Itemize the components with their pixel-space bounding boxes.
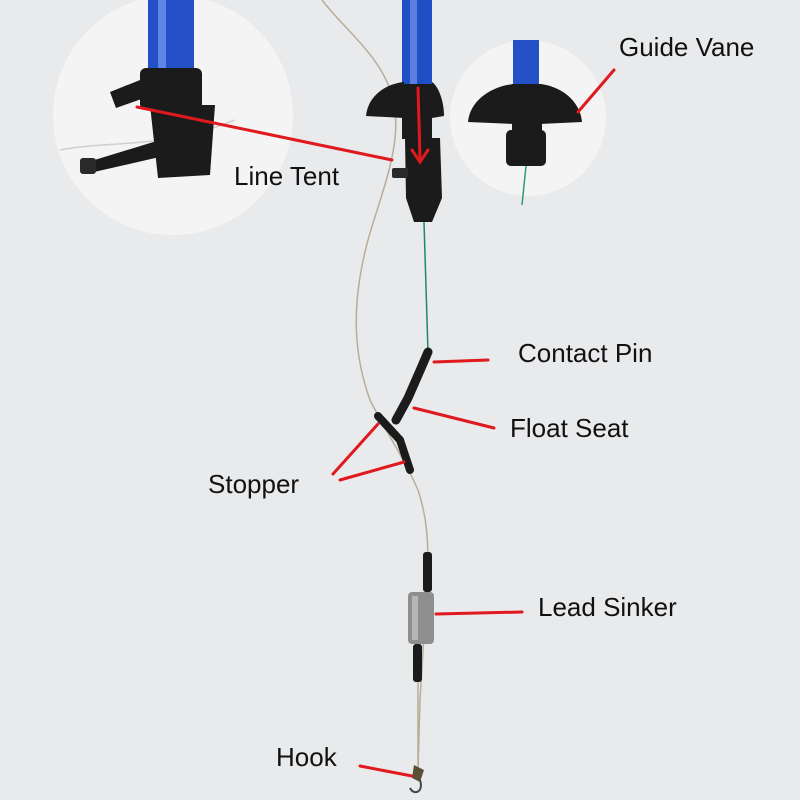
hook-body [412,765,424,782]
inset-collar [140,68,202,110]
leader-line [423,221,429,353]
inset-tab [110,78,150,108]
pointer-arrowhead [410,148,430,165]
inset-tent-arm [88,140,164,172]
rod-tip [366,0,444,222]
main-line [321,0,429,771]
pointer-guide-vane [576,68,616,114]
hook-bend [409,779,422,794]
inset-tent-body [150,105,215,178]
inset-rod-highlight [158,0,166,70]
stopper-upper [374,412,404,444]
label-line-tent: Line Tent [234,161,340,191]
float-seat-body [391,347,433,425]
inset-vane-base [506,130,546,166]
line-tent-inset [53,0,293,235]
rod-highlight [410,0,417,132]
pointer-stopper-lower [338,460,406,482]
lead-sinker-body [408,592,434,644]
label-guide-vane: Guide Vane [619,32,755,62]
guide-vane-inset [450,40,606,206]
vane-right-wing [432,82,444,118]
inset-vane-right-wing [540,84,582,124]
lead-sinker-highlight [412,596,418,640]
inset-vane-hub [512,84,542,134]
inset-line-right [521,165,527,206]
pointer-rod-arrow [416,86,422,160]
pointer-float-seat [412,406,496,430]
pointer-contact-pin [432,358,490,364]
inset-tent-tip [80,158,96,174]
label-lead-sinker: Lead Sinker [538,592,677,622]
label-hook: Hook [276,742,337,772]
inset-rod-left [148,0,194,70]
line-tent-body [405,138,442,222]
inset-vane-left-wing [468,84,514,124]
inset-rod-right [513,40,539,92]
sinker-bottom-stopper [413,644,422,682]
vane-left-wing [366,82,404,118]
pointer-lead-sinker [434,610,524,616]
float-seat-assembly [374,347,433,474]
pointer-lines [135,68,616,778]
pointer-stopper-upper [331,422,380,476]
sinker-top-stopper [423,552,432,592]
label-stopper: Stopper [208,469,300,499]
label-float-seat: Float Seat [510,413,629,443]
line-tent-nub [392,168,408,178]
sinker-assembly [408,552,434,682]
hook-assembly [409,682,424,794]
pointer-line-tent [135,105,394,162]
pointer-hook [358,764,414,778]
label-contact-pin: Contact Pin [518,338,653,368]
stopper-lower [396,436,414,474]
